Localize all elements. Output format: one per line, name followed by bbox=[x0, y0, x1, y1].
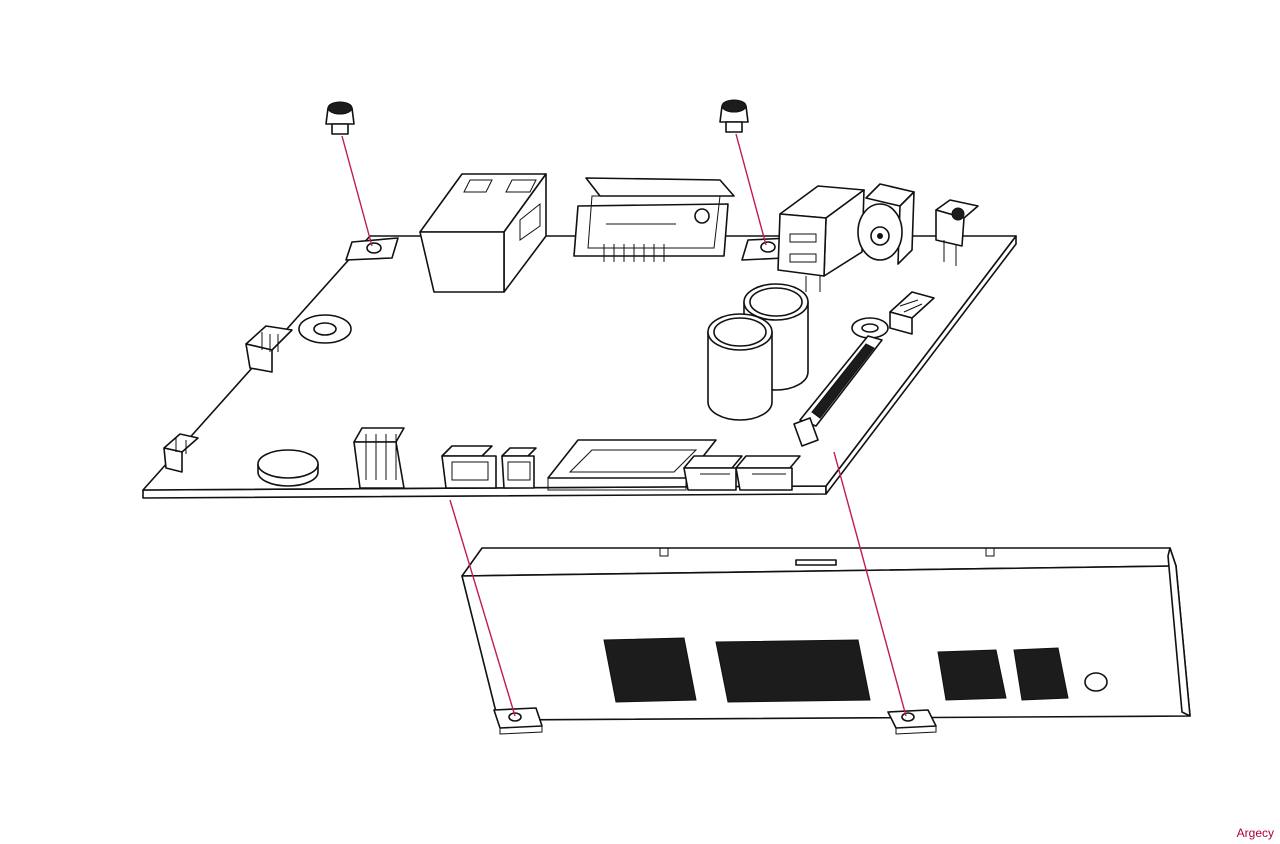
guide-line bbox=[735, 133, 767, 246]
bottom-connector bbox=[683, 455, 743, 491]
bracket-cutout bbox=[603, 637, 697, 703]
bracket-cutout bbox=[1013, 647, 1069, 701]
watermark-text: Argecy bbox=[1236, 826, 1274, 840]
bracket-mount-tab-right bbox=[887, 709, 937, 735]
guide-line bbox=[341, 135, 373, 247]
pin-header bbox=[353, 427, 405, 489]
mounting-bracket bbox=[461, 547, 1191, 735]
bracket-hole bbox=[1084, 672, 1108, 692]
bracket-mount-tab-left bbox=[493, 707, 543, 735]
card-slot bbox=[547, 439, 717, 491]
jst-connector bbox=[441, 445, 497, 489]
header-connector bbox=[889, 291, 935, 335]
bottom-connector bbox=[735, 455, 801, 491]
ribbon-header bbox=[793, 335, 883, 447]
serial-connector bbox=[573, 177, 735, 262]
network-jack bbox=[419, 173, 547, 293]
alignment-guides bbox=[341, 133, 907, 717]
circuit-board bbox=[142, 173, 1017, 499]
jst-connector bbox=[501, 447, 537, 489]
bracket-cutout bbox=[715, 639, 871, 703]
guide-line bbox=[449, 499, 516, 717]
coin-battery bbox=[257, 449, 319, 487]
usb-module bbox=[777, 185, 865, 292]
guide-line bbox=[833, 451, 907, 717]
tactile-switch bbox=[935, 199, 979, 266]
side-connector bbox=[163, 433, 199, 473]
screw-icon bbox=[719, 99, 749, 133]
side-connector bbox=[245, 325, 293, 373]
bracket-cutout bbox=[937, 649, 1007, 701]
screw-icon bbox=[325, 101, 355, 135]
board-mount-hole bbox=[345, 237, 399, 261]
power-jack bbox=[857, 183, 915, 265]
capacitor bbox=[707, 313, 773, 421]
